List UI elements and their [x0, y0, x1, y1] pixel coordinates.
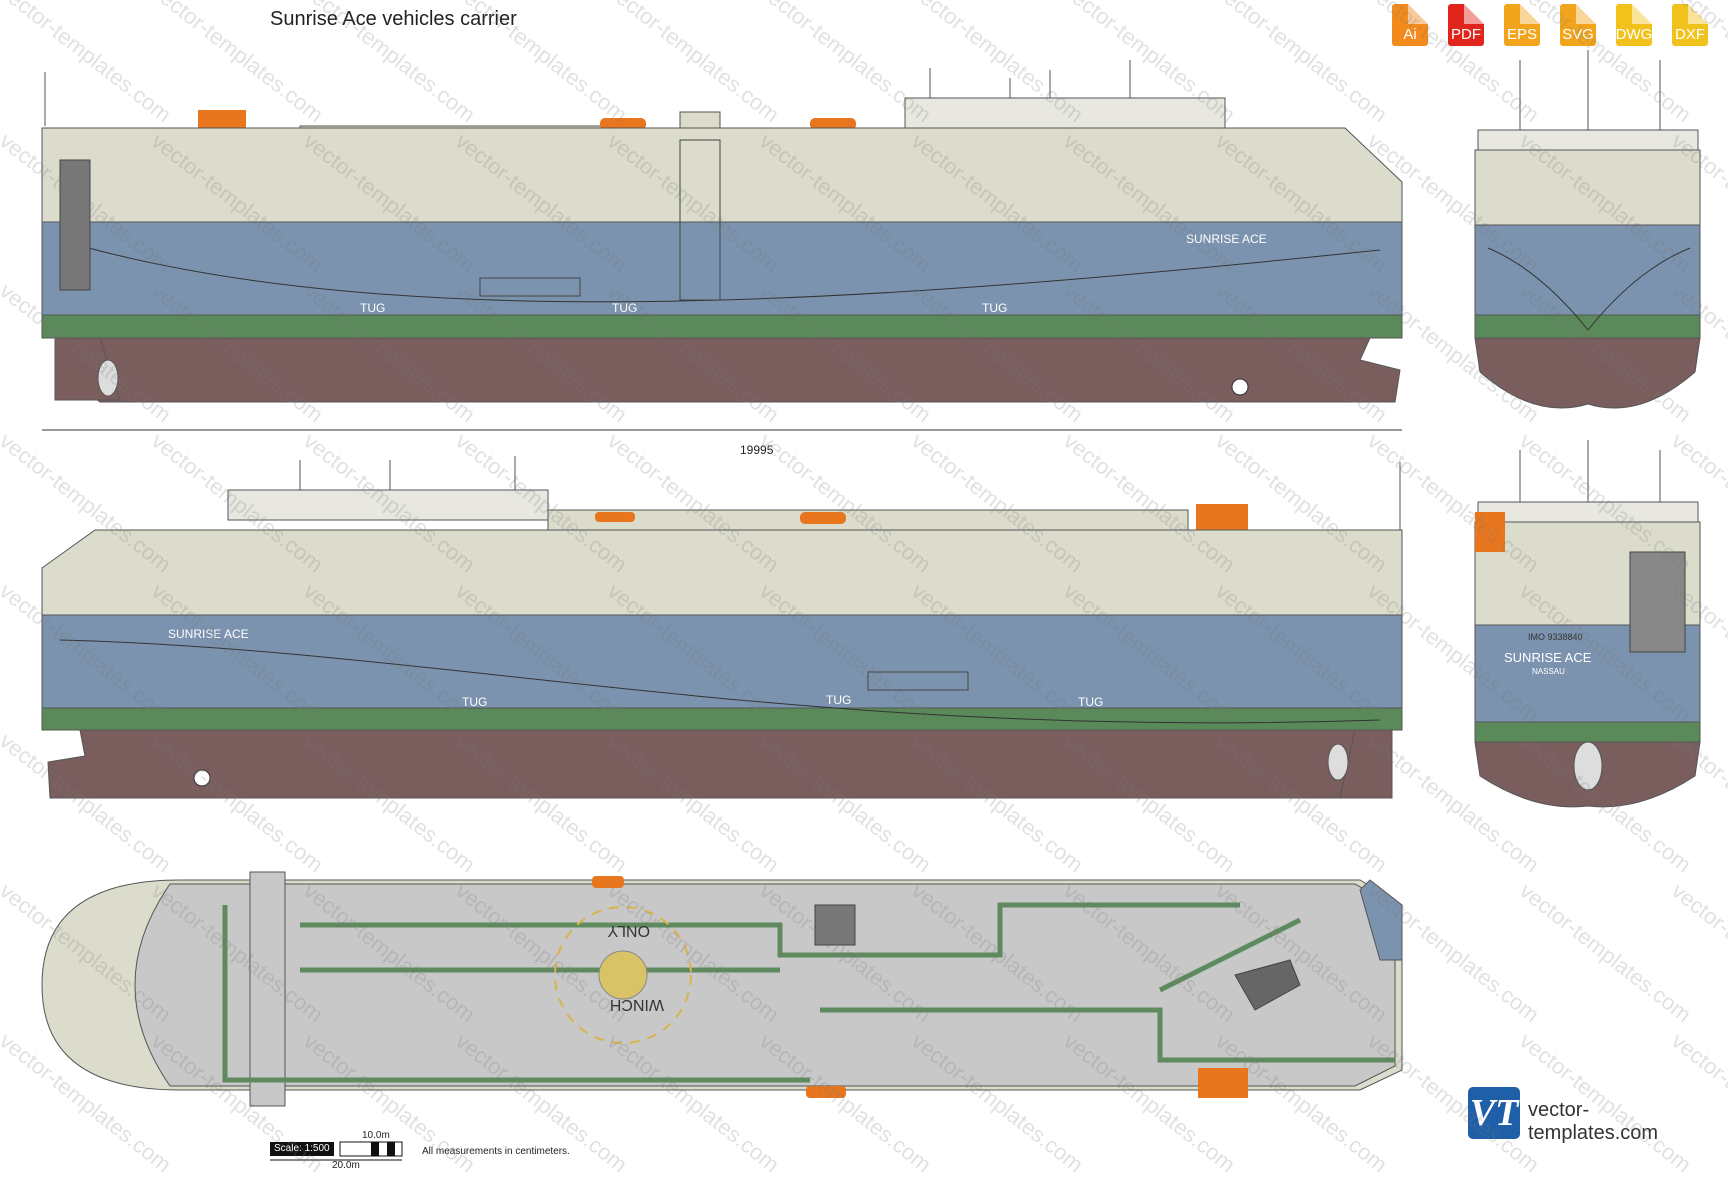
scale-small-label: 10.0m [362, 1130, 390, 1141]
boot-topping [41, 707, 1403, 731]
hull-bottom [47, 729, 1381, 799]
propeller [1327, 743, 1349, 781]
tug-mark: TUG [1078, 695, 1103, 709]
top-view: ONLY WINCH [41, 871, 1403, 1107]
file-icon [1616, 4, 1652, 46]
sheer-line [59, 639, 1381, 724]
ship-name-starboard: SUNRISE ACE [1186, 232, 1267, 246]
lifeboat [810, 118, 856, 130]
ship-name-stern: SUNRISE ACE [1504, 650, 1592, 665]
hull-upper-band [41, 529, 1403, 616]
vt-logo-icon: VT [1468, 1087, 1520, 1139]
side-ramp [679, 139, 721, 301]
tug-mark: TUG [982, 301, 1007, 315]
boot-topping [41, 314, 1403, 339]
hull-upper-band [41, 127, 1403, 223]
tug-mark: TUG [360, 301, 385, 315]
tug-mark: TUG [826, 693, 851, 707]
format-dwg-label: DWG [1615, 26, 1653, 43]
scale-ruler [270, 1141, 403, 1161]
file-icon [1672, 4, 1708, 46]
side-view-starboard: SUNRISE ACE TUG TUG TUG 19995 [41, 60, 1403, 457]
page-title: Sunrise Ace vehicles carrier [270, 8, 517, 30]
format-svg-button[interactable]: SVG [1554, 4, 1602, 54]
deck-lanes [222, 902, 1395, 1083]
lifeboat [595, 512, 635, 522]
imo-number: IMO 9338840 [1528, 632, 1583, 642]
format-ai-label: Ai [1403, 26, 1417, 43]
tug-mark: TUG [612, 301, 637, 315]
scale-ratio-label: Scale: 1:500 [270, 1142, 334, 1156]
file-icon [1448, 4, 1484, 46]
brand-site: vector-templates.com [1528, 1099, 1659, 1144]
format-dwg-button[interactable]: DWG [1610, 4, 1658, 54]
format-pdf-label: PDF [1451, 26, 1481, 43]
tug-mark: TUG [462, 695, 487, 709]
format-eps-button[interactable]: EPS [1498, 4, 1546, 54]
vent-grille [867, 671, 969, 691]
deck-marking-only: ONLY [607, 922, 650, 939]
file-icon [1392, 4, 1428, 46]
length-dimension: 19995 [740, 443, 774, 457]
front-view [1474, 50, 1701, 409]
format-svg-label: SVG [1562, 26, 1594, 43]
format-eps-label: EPS [1506, 26, 1537, 43]
file-icon [1560, 4, 1596, 46]
side-view-port: SUNRISE ACE TUG TUG TUG [41, 456, 1403, 799]
ship-name-port: SUNRISE ACE [168, 627, 249, 641]
port-of-registry: NASSAU [1532, 667, 1565, 676]
vent-grille [479, 277, 581, 297]
deck-marking-winch: WINCH [610, 996, 664, 1013]
crane-orange [198, 110, 246, 130]
format-pdf-button[interactable]: PDF [1442, 4, 1490, 54]
lifeboat [800, 512, 846, 524]
sheer-line [59, 239, 1381, 303]
measurements-note: All measurements in centimeters. [422, 1146, 570, 1157]
format-ai-button[interactable]: Ai [1386, 4, 1434, 54]
file-icon [1504, 4, 1540, 46]
format-dxf-label: DXF [1675, 26, 1705, 43]
bow-thruster-icon [193, 769, 211, 787]
rear-view: IMO 9338840 SUNRISE ACE NASSAU [1474, 440, 1701, 808]
bow-thruster-icon [1231, 378, 1249, 396]
winch-circle [598, 950, 648, 1000]
stern-ramp [59, 159, 91, 291]
format-dxf-button[interactable]: DXF [1666, 4, 1714, 54]
format-buttons: Ai PDF EPS SVG DWG DXF [1386, 4, 1722, 56]
hull-bottom [59, 337, 1401, 403]
lifeboat [600, 118, 646, 130]
brand-logo[interactable]: VT vector-templates.com [1468, 1085, 1718, 1145]
scale-large-label: 20.0m [332, 1160, 360, 1171]
propeller [97, 359, 119, 397]
deck-equipment-bottom [227, 456, 1401, 533]
scale-bar: Scale: 1:500 10.0m 20.0m All measurement… [270, 1130, 690, 1171]
